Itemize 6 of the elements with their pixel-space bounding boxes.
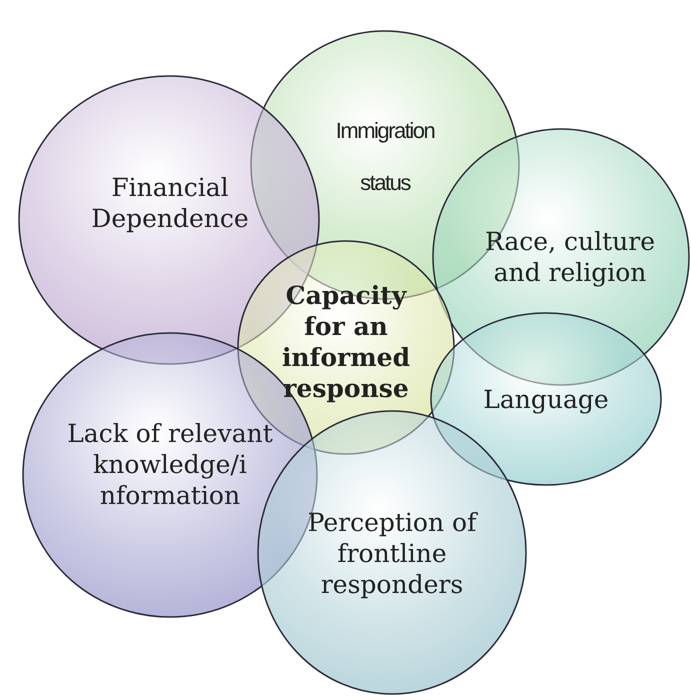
bubble-label: Perception of frontline responders [306,507,479,600]
bubble-label: Language [482,384,610,415]
bubble-label: Race, culture and religion [484,226,656,288]
bubble-label: Lack of relevant knowledge/i nformation [66,418,274,511]
bubble-label: Financial Dependence [90,172,250,234]
bubble-label: Immigration status [334,117,436,197]
